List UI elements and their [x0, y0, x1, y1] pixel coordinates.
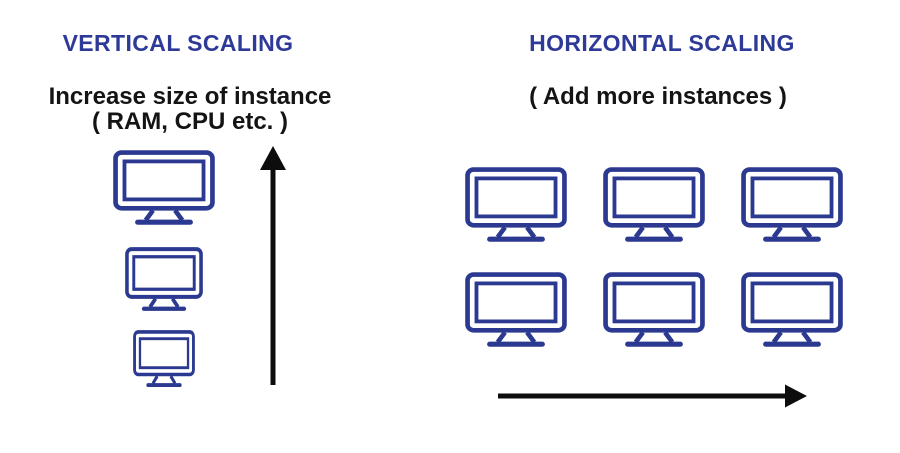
- monitor-icon: [741, 272, 843, 348]
- vertical-scaling-subtitle-line1: Increase size of instance: [48, 83, 332, 110]
- monitor-icon-large: [113, 150, 215, 226]
- monitor-icon: [603, 167, 705, 243]
- horizontal-scaling-subtitle: ( Add more instances ): [529, 83, 787, 110]
- monitor-icon: [465, 167, 567, 243]
- monitor-icon: [603, 272, 705, 348]
- arrow-up-icon: [260, 146, 286, 385]
- monitor-icon-medium: [125, 247, 203, 312]
- vertical-scaling-subtitle: Increase size of instance ( RAM, CPU etc…: [25, 84, 355, 134]
- monitor-icon: [741, 167, 843, 243]
- arrow-right-icon: [498, 384, 807, 408]
- monitor-icon-small: [133, 330, 195, 388]
- vertical-scaling-title: VERTICAL SCALING: [62, 30, 294, 56]
- vertical-scaling-subtitle-line2: ( RAM, CPU etc. ): [91, 108, 288, 135]
- horizontal-scaling-title: HORIZONTAL SCALING: [529, 30, 795, 56]
- monitor-icon: [465, 272, 567, 348]
